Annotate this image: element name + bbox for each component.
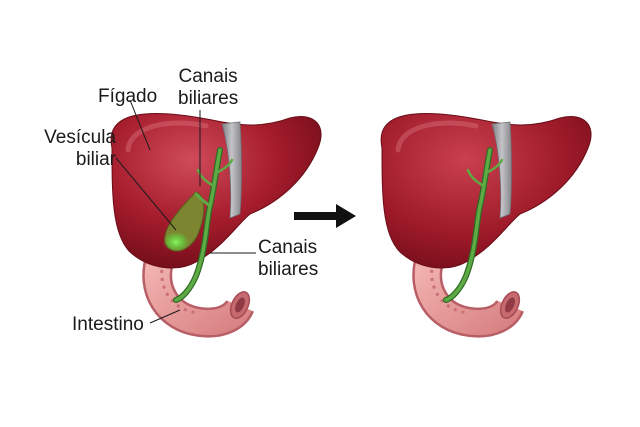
label-gallbladder-line2: biliar bbox=[75, 149, 116, 170]
label-bile-ducts-side-line1: Canais bbox=[258, 237, 318, 258]
bile-ducts-left bbox=[173, 147, 234, 303]
label-liver-text: Fígado bbox=[98, 86, 158, 107]
gallbladder-glow bbox=[163, 232, 189, 252]
label-liver: Fígado bbox=[98, 86, 157, 108]
pointer-lines bbox=[115, 99, 256, 324]
label-intestine-text: Intestino bbox=[72, 314, 144, 335]
label-gallbladder: Vesícula biliar bbox=[42, 127, 116, 171]
label-bile-ducts-side: Canais biliares bbox=[258, 237, 318, 281]
liver-with-gallbladder bbox=[110, 99, 322, 338]
label-bile-ducts-side-line2: biliares bbox=[258, 259, 319, 280]
ligament-left bbox=[221, 121, 242, 219]
label-gallbladder-line1: Vesícula bbox=[44, 127, 116, 148]
bile-ducts-right bbox=[443, 147, 504, 303]
label-bile-ducts-top-line1: Canais bbox=[178, 66, 238, 87]
transition-arrow bbox=[294, 204, 356, 228]
ligament-right bbox=[491, 121, 512, 219]
liver-without-gallbladder bbox=[380, 113, 592, 338]
label-bile-ducts-top: Canais biliares bbox=[178, 66, 238, 110]
label-bile-ducts-top-line2: biliares bbox=[178, 88, 239, 109]
label-intestine: Intestino bbox=[72, 314, 144, 336]
